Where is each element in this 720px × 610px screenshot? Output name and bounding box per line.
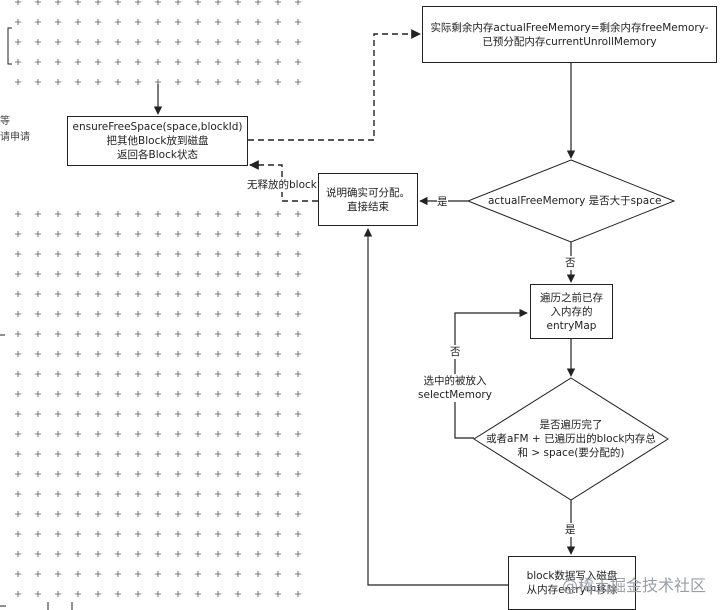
iterate-entries-line-3: entryMap (546, 319, 597, 332)
ensure-free-space-line-1: ensureFreeSpace(space,blockId) (72, 121, 243, 133)
edge-label-yes-write: 是 (565, 523, 576, 537)
edge-label-select-memory: 选中的被放入 selectMemory (412, 374, 498, 402)
iterate-entries-line-1: 遍历之前已存 (540, 291, 603, 304)
watermark-text: @稀土掘金技术社区 (561, 576, 706, 595)
plus-grid-top (15, 0, 301, 85)
edge-label-unreleased-block: 无释放的block (247, 178, 317, 192)
actual-free-memory-line-2: 已预分配内存currentUnrollMemory (482, 35, 657, 48)
select-memory-line-2: selectMemory (418, 389, 492, 401)
actual-free-memory-line-1: 实际剩余内存actualFreeMemory=剩余内存freeMemory- (430, 21, 709, 34)
cutoff-text-a: 等 (0, 116, 10, 127)
partial-box-edge (7, 27, 12, 65)
edge-label-no-loop: 否 (450, 345, 461, 359)
ensure-free-space-line-2: 把其他Block放到磁盘 (106, 135, 209, 147)
edge-write-to-allocate (363, 228, 508, 586)
cutoff-text-b: 请申请 (0, 132, 30, 143)
write-disk-line-1: block数据写入磁盘 (526, 570, 618, 582)
iterate-entries-box: 遍历之前已存 入内存的 entryMap (530, 284, 613, 339)
ensure-free-space-box: ensureFreeSpace(space,blockId) 把其他Block放… (67, 116, 248, 166)
can-allocate-line-2: 直接结束 (347, 200, 389, 213)
write-disk-box: block数据写入磁盘 从内存entry中移除 (508, 556, 636, 610)
actual-free-memory-box: 实际剩余内存actualFreeMemory=剩余内存freeMemory- 已… (422, 6, 717, 63)
iterate-entries-line-2: 入内存的 (550, 305, 593, 318)
edge-ensure-to-afm (248, 29, 421, 141)
loop-check-text: 是否遍历完了 或者aFM + 已遍历出的block内存总 和 > space(要… (481, 418, 661, 460)
compare-space-diamond (466, 159, 676, 243)
plus-grid-left (15, 211, 301, 597)
write-disk-line-2: 从内存entry中移除 (526, 584, 618, 596)
loop-check-line-1: 是否遍历完了 (539, 419, 603, 431)
loop-check-line-2: 或者aFM + 已遍历出的block内存总 (486, 433, 656, 445)
ensure-free-space-line-3: 返回各Block状态 (117, 149, 198, 161)
edge-label-no-iterate: 否 (565, 256, 576, 270)
edge-label-yes-allocate: 是 (437, 195, 448, 209)
loop-check-diamond (473, 377, 669, 501)
can-allocate-box: 说明确实可分配。 直接结束 (318, 173, 418, 226)
loop-check-line-3: 和 > space(要分配的) (517, 447, 625, 459)
select-memory-line-1: 选中的被放入 (423, 375, 487, 387)
can-allocate-line-1: 说明确实可分配。 (326, 186, 410, 199)
compare-space-text: actualFreeMemory 是否大于space (488, 195, 662, 207)
